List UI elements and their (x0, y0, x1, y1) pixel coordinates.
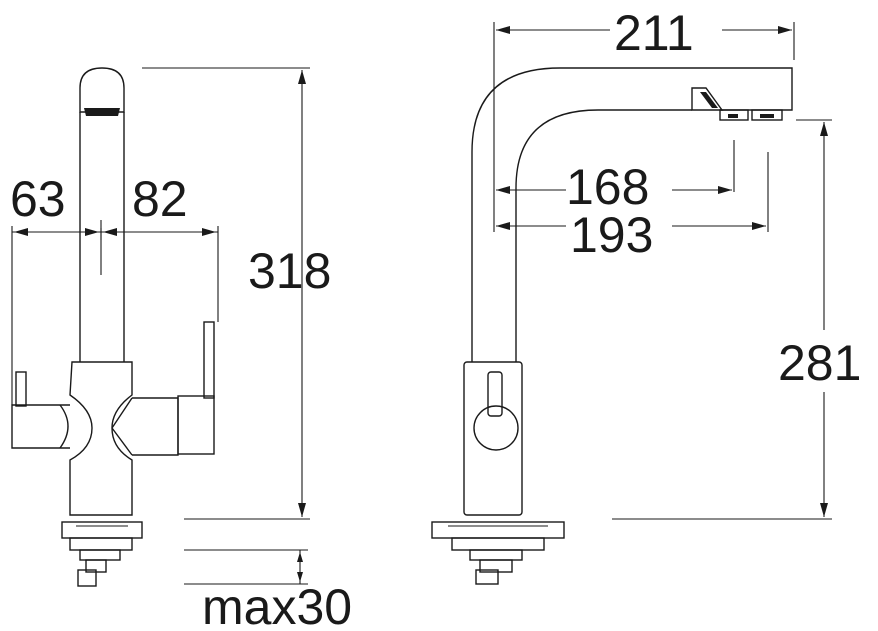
dim-front-right-width: 82 (132, 171, 188, 227)
front-left-handle (11, 404, 70, 449)
front-right-handle (132, 397, 179, 456)
side-lever (473, 405, 519, 451)
dim-side-reach-outlet-1: 168 (566, 159, 649, 215)
dim-front-total-height: 318 (248, 243, 331, 299)
side-body (463, 361, 523, 516)
dim-front-left-width: 63 (10, 171, 66, 227)
front-view (11, 67, 215, 587)
front-body (69, 361, 133, 516)
front-spout-tip (79, 67, 125, 113)
dim-side-reach-outlet-2: 193 (570, 207, 653, 263)
dim-side-outlet-height: 281 (778, 335, 861, 391)
side-spout (471, 67, 793, 362)
side-dimensions (493, 22, 832, 520)
side-view (431, 67, 793, 585)
front-dimensions (11, 67, 310, 585)
dim-max-deck-thickness: max30 (202, 579, 352, 631)
dim-side-total-reach: 211 (614, 5, 694, 61)
